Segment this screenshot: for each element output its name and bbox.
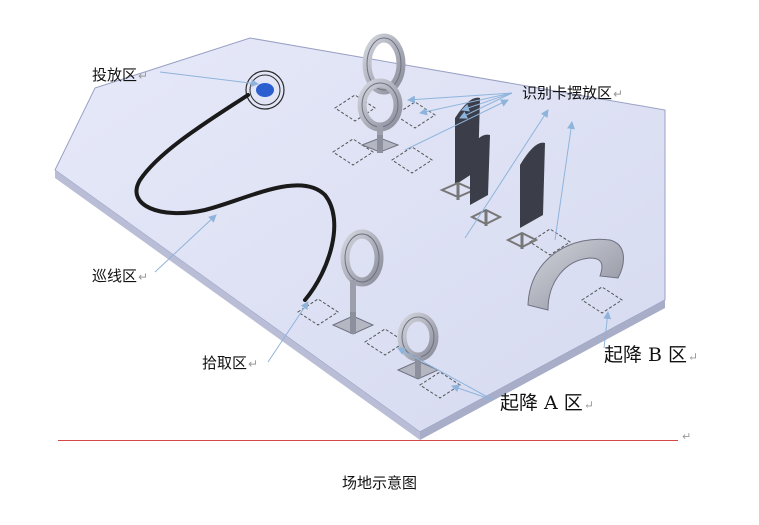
- pointer-arrows: [154, 71, 612, 401]
- arch: [527, 238, 624, 311]
- label-liftoff-a: 起降 A 区↵: [500, 392, 594, 414]
- label-line-zone: 巡线区↵: [92, 267, 149, 285]
- label-pickup-zone: 拾取区↵: [202, 354, 259, 372]
- label-liftoff-b: 起降 B 区↵: [604, 344, 699, 366]
- label-card-zone: 识别卡摆放区↵: [522, 84, 624, 102]
- figure-caption: 场地示意图: [341, 474, 417, 492]
- flag-3: [505, 142, 545, 249]
- dashed-zones: [297, 94, 623, 399]
- ring-stand-top: [362, 33, 406, 95]
- ring-stand-middle: [357, 78, 403, 153]
- ring-stand-lower-left: [331, 229, 384, 335]
- line-track: [134, 93, 337, 302]
- baseline-rule: [58, 440, 678, 441]
- return-mark: ↵: [682, 430, 692, 443]
- release-zone-target: [245, 70, 285, 110]
- ring-stand-lower-right: [396, 312, 440, 380]
- label-release-zone: 投放区↵: [92, 66, 149, 84]
- flag-2: [469, 134, 503, 226]
